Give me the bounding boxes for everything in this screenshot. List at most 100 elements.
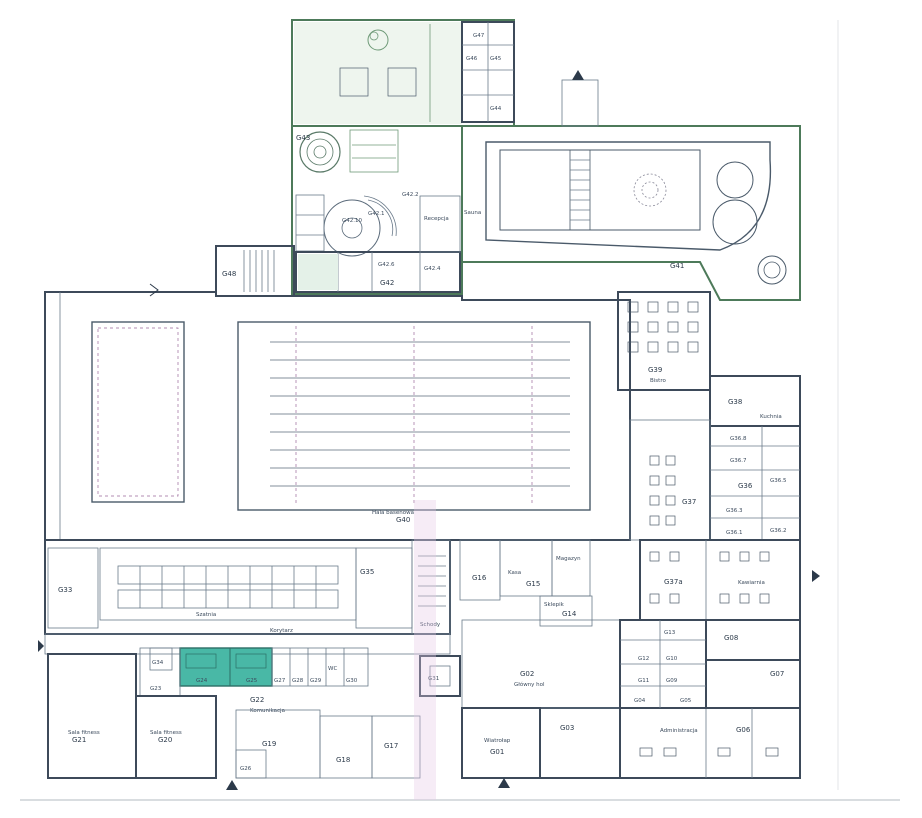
room-label-g40: G40 [396,516,410,524]
room-label-g36-7: G36.7 [730,458,747,464]
wc-name-label: WC [328,666,337,672]
sport-pool [237,321,591,511]
stair-g31-core [429,665,451,687]
cafe-table [649,455,660,466]
round-stair [757,255,787,285]
cafe-g37a-tables [649,551,770,604]
recreation-pool-edge [97,327,179,497]
bar-table [687,341,699,353]
room-label-g16: G16 [472,574,487,582]
bar-table [667,321,679,333]
sauna-room-g43 [349,129,399,173]
room-label-g34: G34 [152,660,164,666]
room-g17 [371,715,421,779]
room-g33 [47,547,99,629]
cafe-name-label: Kawiarnia [738,580,765,586]
stair-g31 [419,655,461,697]
room-label-g42-6: G42.6 [378,262,395,268]
cafe-table [759,593,770,604]
room-label-g12: G12 [638,656,649,662]
komunikacja-label: Komunikacja [250,708,285,714]
sauna-curved-wall-inner [367,199,394,237]
cafe-table [649,593,660,604]
bar-table [647,341,659,353]
kitchen-name-label: Kuchnia [760,414,782,420]
changing-name-label: Szatnia [196,612,216,618]
room-g26 [235,749,267,779]
locker-bays [139,566,317,608]
whirlpool-1 [716,161,754,199]
room-label-g17: G17 [384,742,398,750]
outdoor-pool-basin [499,149,701,231]
room-label-g21: G21 [72,736,86,744]
cafe-table [739,593,750,604]
outdoor-pool-outline [485,141,772,251]
whirlpool-2 [712,199,758,245]
cafe-table [759,551,770,562]
cafe-table [665,475,676,486]
east-entrance-arrow [812,570,820,582]
sport-pool-lanes [270,326,570,506]
sauna-reception-room [419,195,461,253]
pool-fountain-inner [641,181,659,199]
room-label-g42-1: G42.1 [368,211,385,217]
cash-desk-name-label: Kasa [508,570,521,576]
scan-fold-band [414,500,436,800]
room-label-g36-3: G36.3 [726,508,743,514]
room-label-g38: G38 [728,398,742,406]
garden-shrub [367,29,389,51]
sauna-round-pool [299,131,341,173]
admin-name-label: Administracja [660,728,698,734]
south-entrance-arrow [226,780,238,790]
fitness-2-name-label: Sala fitness [150,730,182,736]
changing-area: Szatnia Korytarz G33 G35 Schody G16 G15 … [44,539,593,635]
room-label-g19: G19 [262,740,276,748]
room-label-g13: G13 [664,630,676,636]
room-label-g15: G15 [526,580,540,588]
store-room-name-label: Magazyn [556,556,581,562]
room-label-g20: G20 [158,736,172,744]
garden-shrub-inner [369,31,379,41]
cafe-table [739,551,750,562]
room-label-g41: G41 [670,262,684,270]
room-label-g28: G28 [292,678,304,684]
sauna-name-label: Sauna [464,210,481,216]
west-entrance-arrow [38,640,44,652]
bar-table [627,301,639,313]
hall-north-door-mark [149,283,159,297]
room-label-g29: G29 [310,678,322,684]
lobby-name-label: Główny hol [514,681,545,688]
cafe-table [665,495,676,506]
sauna-round-pool-inner [306,138,334,166]
small-room-g34 [149,647,173,671]
room-label-g36-5: G36.5 [770,478,787,484]
room-label-g44: G44 [490,106,502,112]
bar-table [667,301,679,313]
bar-table [627,341,639,353]
room-label-g37: G37 [682,498,696,506]
north-wing: G47 G46 G45 G44 [291,19,515,127]
room-label-g04: G04 [634,698,646,704]
vestibule-name-label: Wiatrołap [484,738,511,744]
garden-area-fill [294,22,462,124]
cafe-table [649,495,660,506]
room-label-g05: G05 [680,698,692,704]
cafe-table [665,515,676,526]
room-label-g14: G14 [562,610,577,618]
admin-desk [639,747,653,757]
room-label-g36-2: G36.2 [770,528,787,534]
room-label-g36: G36 [738,482,753,490]
room-label-g42: G42 [380,279,394,287]
admin-desk [663,747,677,757]
cafe-table [669,551,680,562]
room-label-g39: G39 [648,366,662,374]
outdoor-terrace-outline [461,125,801,301]
highlighted-room-fixture-2 [235,653,267,669]
central-lobby: G02 Główny hol G13 G12 G11 G10 G09 G04 G… [419,619,707,788]
sauna-lower-strip [295,251,461,293]
stairs-south-name-label: Schody [420,622,441,628]
highlighted-room-fixture-1 [185,653,217,669]
cafe-table [719,551,730,562]
room-label-g36-8: G36.8 [730,436,747,442]
bar-name-label: Bistro [650,378,666,384]
